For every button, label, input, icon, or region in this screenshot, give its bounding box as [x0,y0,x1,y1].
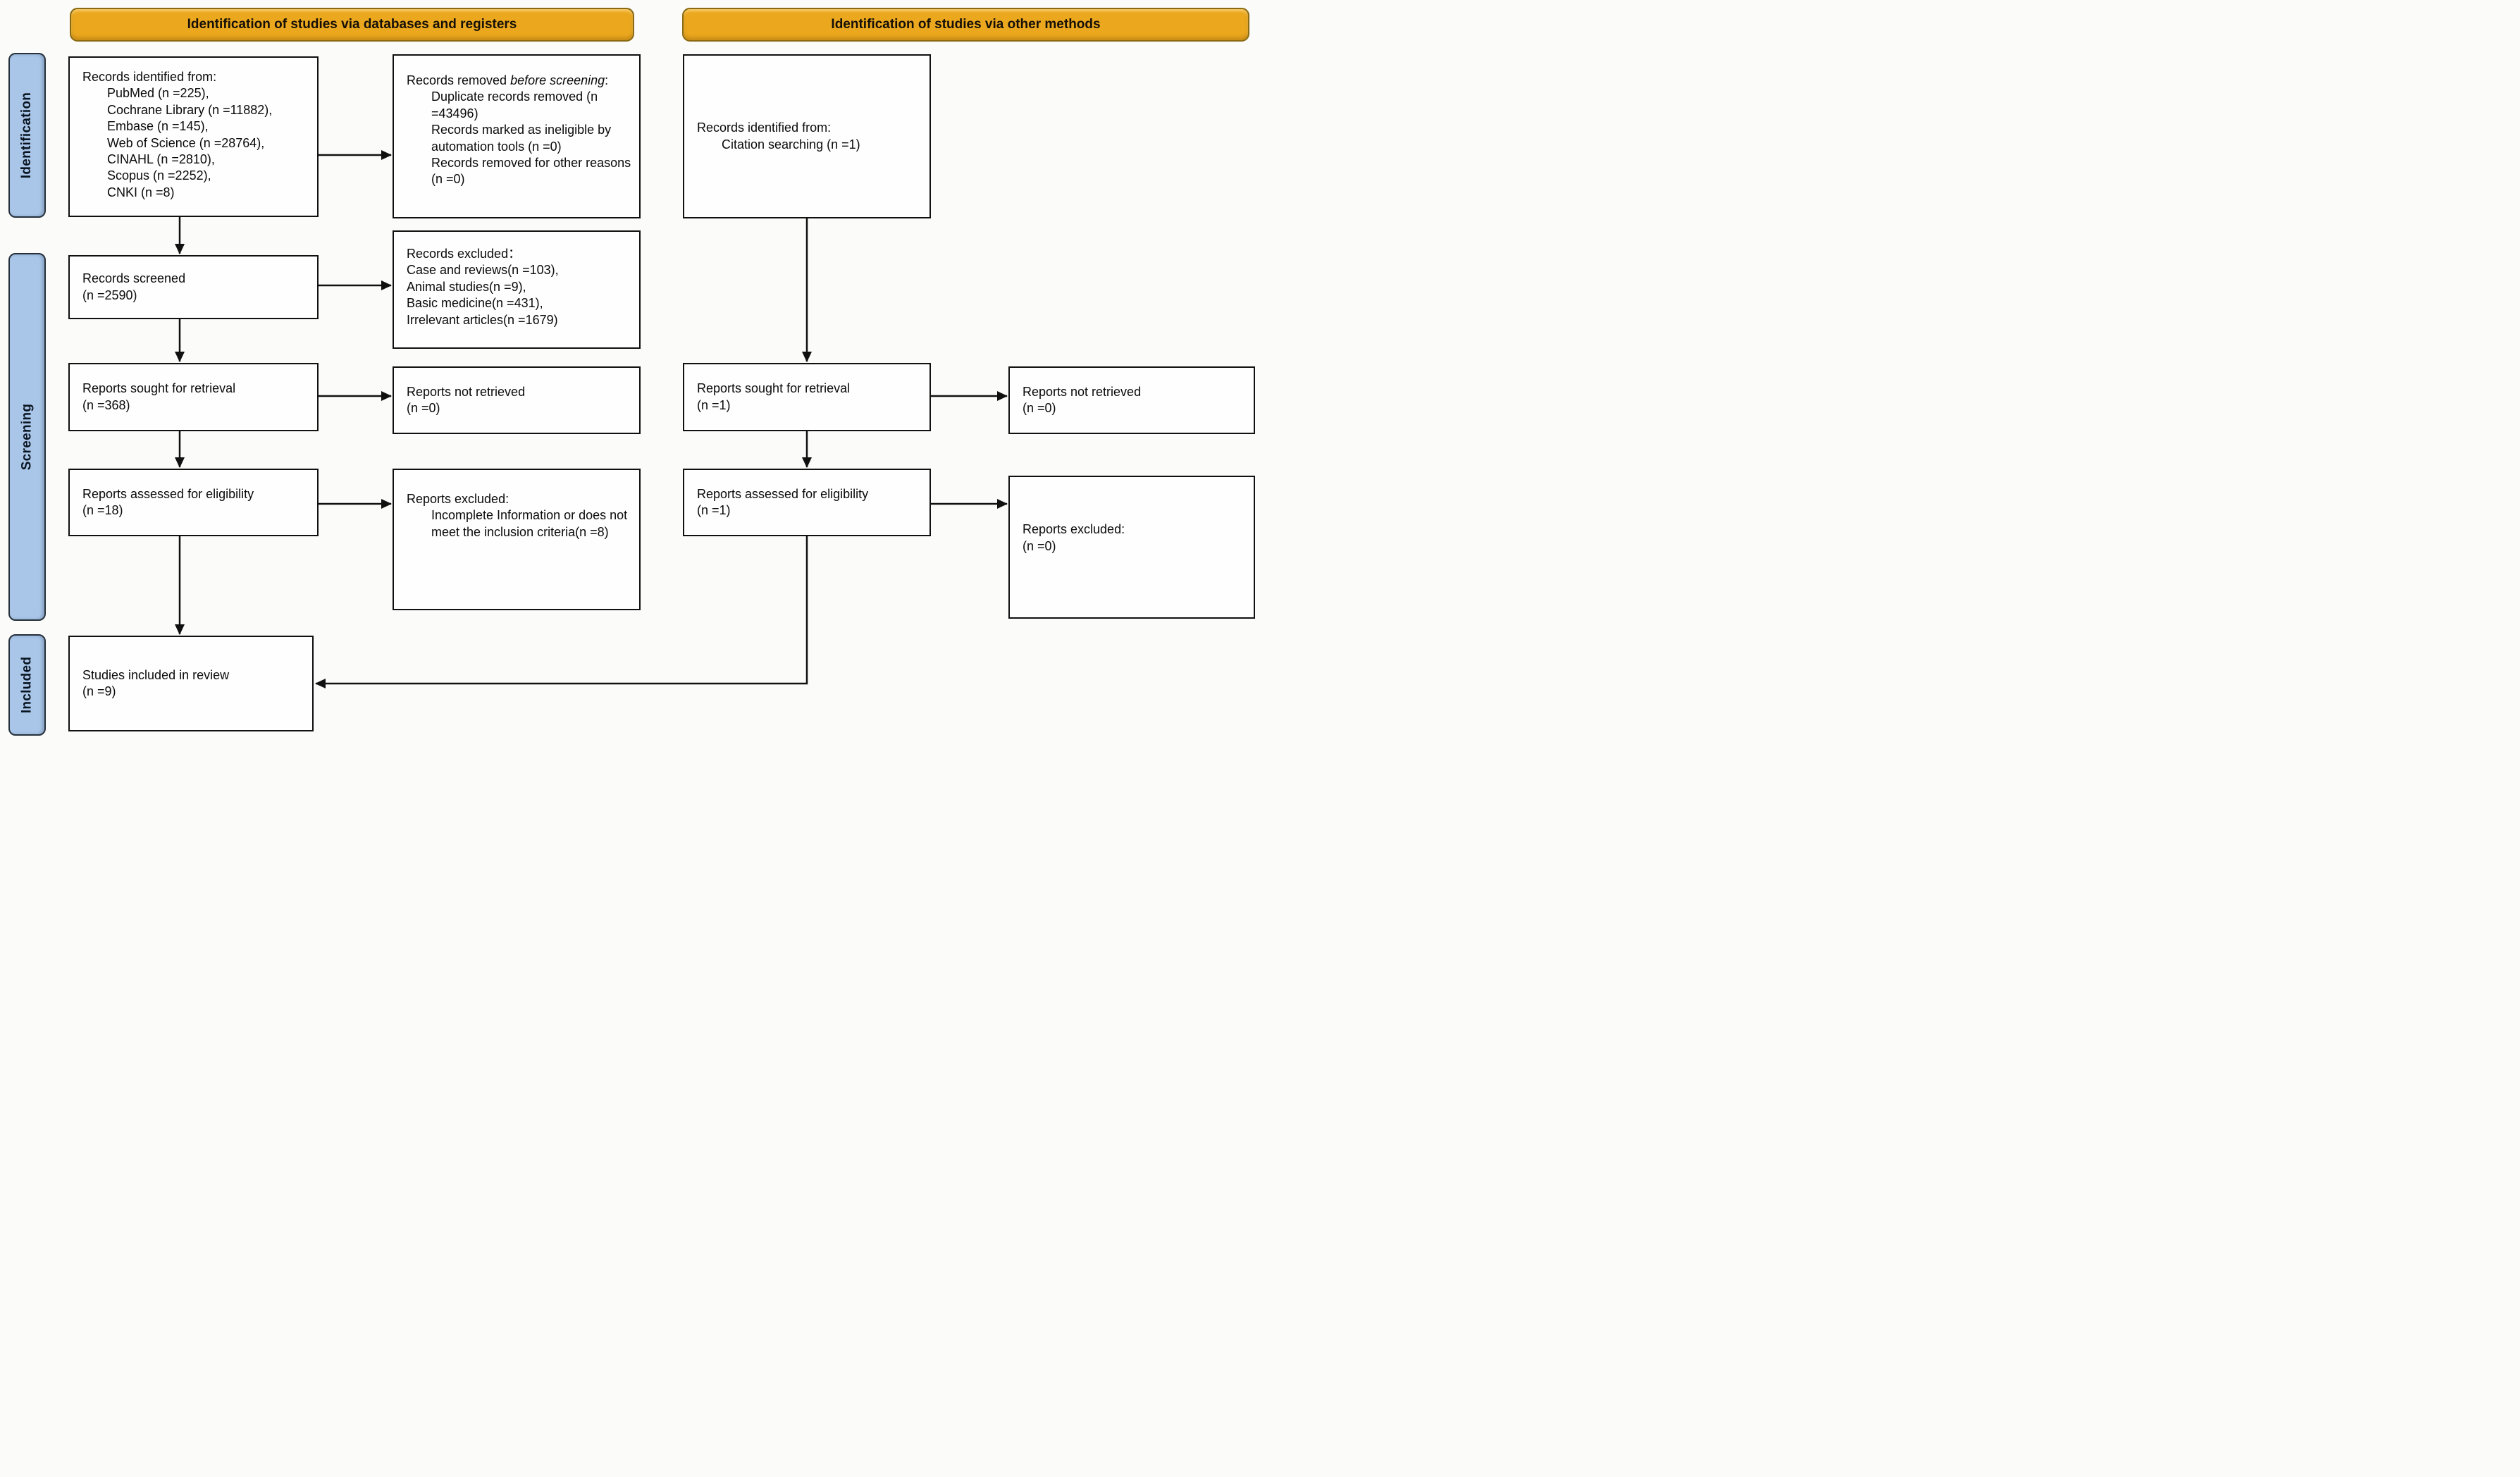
box-reports-sought-other: Reports sought for retrieval (n =1) [683,363,931,431]
box-records-excluded: Records excluded： Case and reviews(n =10… [393,230,641,349]
box-text: Reports assessed for eligibility (n =18) [82,486,254,517]
source-item: CNKI (n =8) [107,185,175,199]
box-title: Records identified from: [82,70,217,84]
box-records-identified-other: Records identified from: Citation search… [683,54,931,218]
stage-screening: Screening [8,253,46,621]
box-reports-not-retrieved-databases: Reports not retrieved (n =0) [393,366,641,434]
box-records-identified-databases: Records identified from: PubMed (n =225)… [68,56,319,217]
exclusion-reason: Case and reviews(n =103), [407,263,559,278]
box-text: Reports assessed for eligibility (n =1) [697,486,869,517]
exclusion-reason: Basic medicine(n =431), [407,296,543,311]
box-reports-excluded-databases: Reports excluded: Incomplete Information… [393,469,641,610]
removal-reason: Records marked as ineligible by automati… [431,123,612,154]
box-reports-assessed-databases: Reports assessed for eligibility (n =18) [68,469,319,536]
removal-reason: Records removed for other reasons (n =0) [431,155,631,187]
box-text: Reports not retrieved (n =0) [1023,384,1142,415]
box-records-screened: Records screened (n =2590) [68,255,319,319]
box-text: Reports sought for retrieval (n =368) [82,381,236,412]
source-item: CINAHL (n =2810), [107,152,215,166]
prisma-flow-diagram: Identification of studies via databases … [0,0,1260,738]
source-item: Citation searching (n =1) [722,137,860,152]
removal-reason: Duplicate records removed (n =43496) [431,89,598,120]
box-text: Studies included in review (n =9) [82,667,230,698]
exclusion-reason: Irrelevant articles(n =1679) [407,312,558,327]
exclusion-reason: Incomplete Information or does not meet … [431,508,628,539]
exclusion-reason: Animal studies(n =9), [407,279,526,294]
box-reports-assessed-other: Reports assessed for eligibility (n =1) [683,469,931,536]
box-title: Records identified from: [697,120,832,135]
header-databases-registers: Identification of studies via databases … [70,8,634,42]
box-reports-not-retrieved-other: Reports not retrieved (n =0) [1008,366,1255,434]
box-records-removed-before-screening: Records removed before screening: Duplic… [393,54,641,218]
flow-arrows [175,150,1008,688]
box-text: Reports sought for retrieval (n =1) [697,381,851,412]
source-item: PubMed (n =225), [107,86,209,101]
box-text: Reports excluded: (n =0) [1023,522,1125,553]
box-title: Records removed before screening: [407,73,609,87]
box-title: Reports excluded: [407,492,509,506]
header-other-methods: Identification of studies via other meth… [682,8,1249,42]
source-item: Cochrane Library (n =11882), [107,102,273,117]
box-title: Records excluded： [407,247,521,261]
box-reports-sought-databases: Reports sought for retrieval (n =368) [68,363,319,431]
box-reports-excluded-other: Reports excluded: (n =0) [1008,476,1255,619]
stage-included: Included [8,634,46,736]
box-text: Reports not retrieved (n =0) [407,384,526,415]
source-item: Embase (n =145), [107,119,209,134]
stage-identification: Identification [8,53,46,218]
source-item: Scopus (n =2252), [107,168,211,183]
source-item: Web of Science (n =28764), [107,135,265,150]
box-studies-included: Studies included in review (n =9) [68,636,314,731]
box-text: Records screened (n =2590) [82,271,186,302]
